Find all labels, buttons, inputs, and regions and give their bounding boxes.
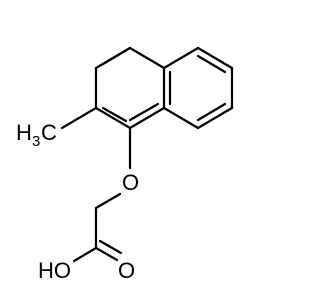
bond-carbonyl-a (94, 246, 119, 262)
methyl-h-label: H (16, 120, 32, 145)
bond-c8-c8a (162, 106, 200, 130)
bond-c8a-c1 (128, 106, 166, 130)
bond-carboxyl-hydroxyl (72, 246, 98, 263)
methyl-c-label: C (41, 120, 57, 145)
molecule-drawing: H 3 C O HO O (16, 46, 234, 283)
bond-oxygen-ch2 (94, 192, 122, 210)
methyl-subscript-label: 3 (32, 133, 40, 150)
bond-c5-c6-inner (196, 54, 227, 74)
bond-c7-c8-inner (196, 102, 227, 122)
bond-c3-c4-inner (101, 46, 132, 66)
bond-c2-methyl (60, 106, 98, 130)
bond-c4-c4a (128, 46, 166, 70)
bond-c4a-c5 (162, 46, 200, 70)
bond-c7-c8 (196, 106, 234, 130)
bond-c1-c2 (94, 106, 132, 130)
hydroxyl-label: HO (38, 258, 71, 283)
bond-c5-c6 (196, 46, 234, 70)
bond-c8a-c1-inner (128, 102, 160, 122)
structure-canvas: H 3 C O HO O (16, 46, 234, 283)
carbonyl-oxygen-label: O (118, 258, 135, 283)
bond-c1-c2-inner (101, 106, 128, 123)
ether-oxygen-label: O (122, 170, 139, 195)
bond-carbonyl-b (98, 239, 123, 255)
